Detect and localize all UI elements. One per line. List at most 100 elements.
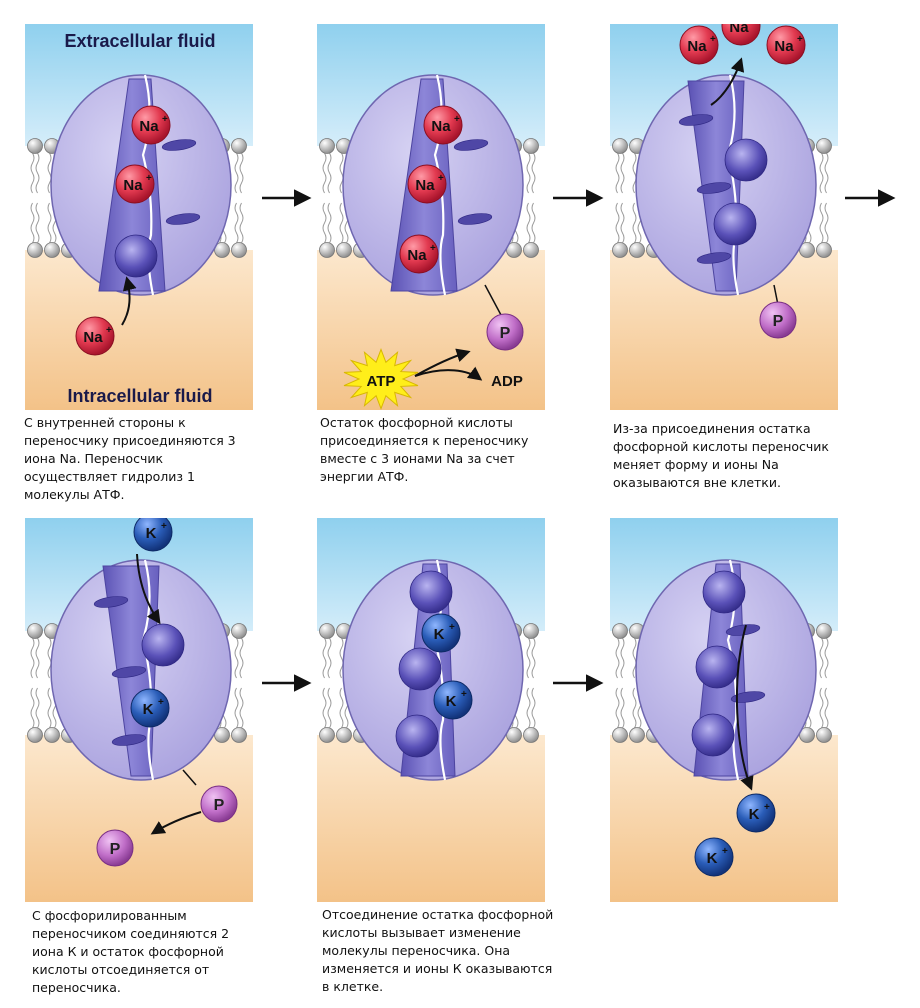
lipid-head	[319, 138, 335, 154]
ion-charge: +	[161, 521, 167, 532]
sodium-ion: Na+	[131, 105, 171, 145]
binding-slot	[111, 734, 147, 746]
binding-site	[702, 570, 746, 614]
sodium-ion: Na+	[115, 164, 155, 204]
lipid-head	[27, 138, 43, 154]
k-binding-arrow	[136, 553, 161, 625]
binding-slot	[165, 213, 201, 225]
ion-charge: +	[722, 846, 728, 857]
sodium-ion: Na+	[399, 234, 439, 274]
binding-slot	[696, 252, 732, 264]
lipid-head	[523, 138, 539, 154]
lipid-head	[816, 727, 832, 743]
adp-label: ADP	[491, 373, 523, 390]
atp-label: ATP	[367, 373, 396, 390]
panel-step-3: PNa+Na+Na+	[610, 24, 838, 410]
lipid-head	[44, 727, 60, 743]
na-binding-arrow	[121, 276, 137, 326]
panel-step-5: K+K+	[317, 518, 545, 902]
sodium-ion: Na+	[679, 25, 719, 65]
sodium-ion: Na+	[721, 24, 761, 46]
lipid-head	[612, 242, 628, 258]
ion-charge: +	[461, 689, 467, 700]
binding-slot	[730, 691, 766, 703]
protein-seam	[726, 74, 740, 296]
lipid-head	[319, 727, 335, 743]
potassium-ion-label: K	[707, 850, 718, 867]
binding-slot	[457, 213, 493, 225]
phosphate-bond	[484, 284, 502, 316]
atp-burst: ATP	[343, 347, 419, 411]
panel-step-2: Na+Na+Na+P	[317, 24, 545, 410]
lipid-tails	[30, 152, 40, 244]
ion-charge: +	[430, 243, 436, 254]
potassium-ion: K+	[130, 688, 170, 728]
lipid-head	[523, 727, 539, 743]
binding-slot	[93, 596, 129, 608]
lipid-head	[231, 727, 247, 743]
phosphate-group: P	[759, 301, 797, 339]
binding-site	[695, 645, 739, 689]
atp-to-adp-arrow	[414, 366, 483, 381]
ion-charge: +	[764, 802, 770, 813]
phosphate-label: P	[500, 325, 511, 342]
ion-charge: +	[454, 114, 460, 125]
lipid-head	[336, 242, 352, 258]
lipid-tails	[322, 637, 332, 729]
binding-slot	[111, 666, 147, 678]
sodium-ion-label: Na	[407, 247, 427, 264]
binding-site	[724, 138, 768, 182]
sodium-ion-label: Na	[123, 177, 143, 194]
lipid-head	[523, 623, 539, 639]
step-arrows	[262, 189, 896, 692]
potassium-ion: K+	[736, 793, 776, 833]
lipid-tails	[615, 152, 625, 244]
lipid-head	[629, 242, 645, 258]
binding-site	[713, 202, 757, 246]
caption-step-4: С фосфорилированным переносчиком соединя…	[32, 908, 230, 995]
lipid-head	[27, 242, 43, 258]
lipid-head	[629, 727, 645, 743]
sodium-ion: Na+	[407, 164, 447, 204]
lipid-head	[319, 242, 335, 258]
lipid-head	[816, 138, 832, 154]
phosphate-release-arrow	[150, 811, 202, 835]
ion-charge: +	[106, 325, 112, 336]
binding-site	[398, 647, 442, 691]
lipid-tails	[234, 152, 244, 244]
atp-to-phosphate-arrow	[414, 348, 471, 377]
caption-step-5: Отсоединение остатка фосфорной кислоты в…	[322, 907, 554, 994]
lipid-tails	[322, 152, 332, 244]
phosphate-bond	[182, 769, 197, 786]
potassium-ion: K+	[421, 613, 461, 653]
lipid-head	[27, 623, 43, 639]
sodium-ion-label: Na	[415, 177, 435, 194]
potassium-ion: K+	[433, 680, 473, 720]
lipid-head	[231, 138, 247, 154]
lipid-head	[319, 623, 335, 639]
binding-slot	[696, 182, 732, 194]
potassium-ion-label: K	[434, 626, 445, 643]
lipid-tails	[526, 637, 536, 729]
ion-charge: +	[162, 114, 168, 125]
ion-charge: +	[797, 34, 803, 45]
sodium-ion-label: Na	[774, 38, 794, 55]
binding-site	[409, 570, 453, 614]
panel-step-1: Na+Na+Na+	[25, 24, 253, 410]
extracellular-label: Extracellular fluid	[64, 31, 215, 51]
sodium-ion-label: Na	[431, 118, 451, 135]
ion-charge: +	[710, 34, 716, 45]
potassium-ion-label: K	[446, 693, 457, 710]
phosphate-group: P	[486, 313, 524, 351]
panel-step-6: K+K+	[610, 518, 838, 902]
sodium-ion-label: Na	[139, 118, 159, 135]
ion-charge: +	[449, 622, 455, 633]
k-release-arrow	[735, 624, 754, 791]
lipid-tails	[30, 637, 40, 729]
binding-site	[141, 623, 185, 667]
protein-seam	[141, 559, 155, 781]
lipid-head	[231, 623, 247, 639]
sodium-ion-label: Na	[83, 329, 103, 346]
binding-slot	[161, 139, 197, 151]
